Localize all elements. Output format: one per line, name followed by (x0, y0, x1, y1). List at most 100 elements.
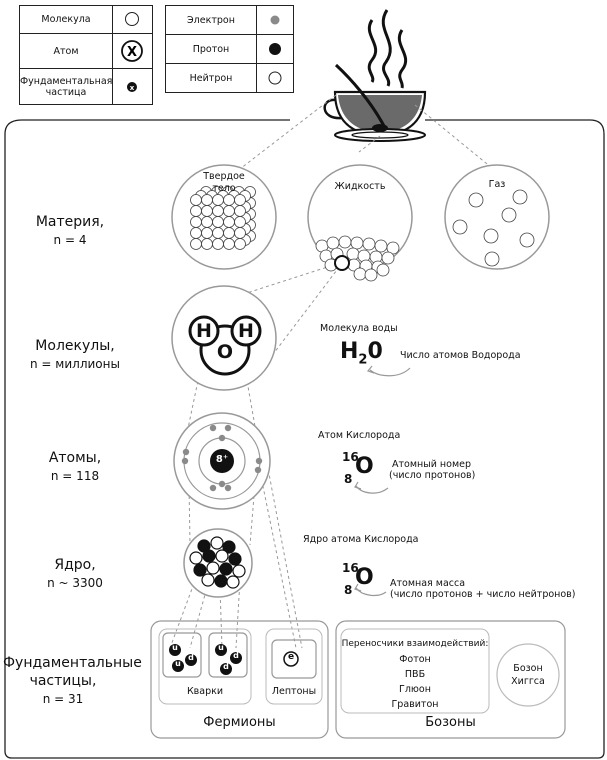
oxygen-nucleus-symbol: O (355, 565, 374, 590)
solid-molecule (201, 205, 213, 217)
legend-label-atom: Атом (53, 46, 79, 57)
level-matter-title: Материя, (35, 214, 105, 230)
liquid-molecule (353, 267, 367, 281)
legend-label-electron: Электрон (187, 15, 235, 26)
fundamental-particle-icon: x (127, 82, 137, 92)
oxygen-nucleus-number: 8 (344, 583, 353, 597)
solid-molecule (223, 194, 235, 206)
liquid-molecule (326, 236, 340, 250)
oxygen-atom-number: 8 (344, 472, 353, 486)
oxygen-atom-caption: Атом Кислорода (318, 430, 401, 441)
solid-molecule (190, 194, 202, 206)
oxygen-atom-symbol: O (355, 454, 374, 479)
higgs-line-2: Хиггса (511, 676, 545, 687)
hydrogen-count-note: Число атомов Водорода (400, 350, 521, 361)
legend-row-neutron: Нейтрон (166, 63, 293, 92)
level-matter-label: Материя, n = 4 (10, 213, 130, 249)
solid-molecule (212, 194, 224, 206)
solid-molecule (201, 238, 213, 250)
legend-row-molecule: Молекула (20, 6, 152, 33)
level-fundamental-count: n = 31 (42, 692, 84, 706)
fermions-title: Фермионы (203, 715, 276, 730)
atomic-number-note-2: (число протонов) (389, 470, 476, 481)
solid-molecule (212, 238, 224, 250)
water-molecule-caption: Молекула воды (320, 323, 398, 334)
solid-molecule (212, 205, 224, 217)
leptons-label: Лептоны (271, 686, 317, 697)
solid-molecule (223, 238, 235, 250)
quark-box-2 (208, 632, 248, 678)
liquid-molecules (315, 235, 400, 282)
level-fundamental-title: Фундаментальные частицы, (3, 655, 142, 689)
solid-molecule (190, 227, 202, 239)
teacup-icon (323, 9, 427, 142)
quark-1a: u (172, 643, 178, 652)
solid-molecule (201, 194, 213, 206)
solid-molecule (223, 227, 235, 239)
nucleus-charge: 8⁺ (215, 454, 229, 465)
solid-molecule (234, 194, 246, 206)
carrier-photon: Фотон (399, 654, 431, 665)
level-fundamental-label: Фундаментальные частицы, n = 31 (3, 654, 142, 708)
legend-subatomic: Электрон Протон Нейтрон (165, 5, 294, 93)
liquid-label: Жидкость (334, 181, 386, 192)
level-atoms-label: Атомы, n = 118 (15, 449, 135, 485)
svg-text:x: x (130, 84, 135, 92)
solid-molecule (234, 205, 246, 217)
liquid-molecule (346, 247, 360, 261)
level-nucleus-title: Ядро, (54, 557, 96, 573)
water-formula: H20 (340, 339, 383, 368)
arrow-atomic-mass (354, 583, 387, 597)
solid-molecule (190, 205, 202, 217)
solid-molecule (234, 238, 246, 250)
carrier-graviton: Гравитон (391, 699, 439, 710)
quarks-label: Кварки (186, 686, 224, 697)
level-molecules-label: Молекулы, n = миллионы (15, 337, 135, 373)
level-atoms-count: n = 118 (50, 469, 100, 483)
solid-molecule (212, 227, 224, 239)
solid-molecule (201, 227, 213, 239)
gas-label: Газ (488, 179, 506, 190)
higgs-line-1: Бозон (513, 663, 543, 674)
legend-row-fundamental: Фундаментальная частица x (20, 68, 152, 104)
oxygen-nucleus-mass: 16 (342, 561, 359, 575)
liquid-molecule (386, 241, 400, 255)
arrow-atomic-number (354, 481, 389, 494)
solid-molecule (212, 216, 224, 228)
solid-molecule (223, 205, 235, 217)
legend-row-electron: Электрон (166, 6, 293, 34)
atomic-nucleus (210, 449, 234, 473)
level-atoms-title: Атомы, (48, 450, 102, 466)
solid-molecule (190, 216, 202, 228)
higgs-circle (496, 643, 560, 707)
quark-2b: d (233, 651, 239, 660)
carriers-box (340, 628, 490, 714)
atomic-mass-note-2: (число протонов + число нейтронов) (390, 589, 576, 600)
solid-molecule (201, 216, 213, 228)
liquid-molecule (364, 268, 378, 282)
quark-2c: d (223, 662, 229, 671)
molecule-icon (125, 12, 139, 26)
level-molecules-count: n = миллионы (30, 357, 120, 371)
solid-molecule (223, 216, 235, 228)
legend-label-neutron: Нейтрон (189, 73, 233, 84)
quark-2a: u (218, 643, 224, 652)
level-nucleus-label: Ядро, n ~ 3300 (15, 556, 135, 592)
main-frame (4, 119, 605, 759)
nucleons (189, 536, 246, 589)
fermions-box (150, 620, 329, 739)
arrow-water-note (366, 365, 411, 377)
legend-label-fundamental: Фундаментальная частица (20, 76, 113, 98)
quark-box-1 (162, 632, 202, 678)
electron-lepton-letter: e (287, 652, 295, 662)
legend-label-proton: Протон (192, 44, 230, 55)
atom-icon: X (121, 40, 143, 62)
level-nucleus-count: n ~ 3300 (47, 576, 103, 590)
solid-molecule (234, 227, 246, 239)
bosons-title: Бозоны (425, 715, 476, 730)
leptons-group-box (265, 628, 323, 705)
electron-lepton-icon (283, 651, 299, 667)
solid-molecule (234, 216, 246, 228)
electron-icon (270, 15, 280, 25)
